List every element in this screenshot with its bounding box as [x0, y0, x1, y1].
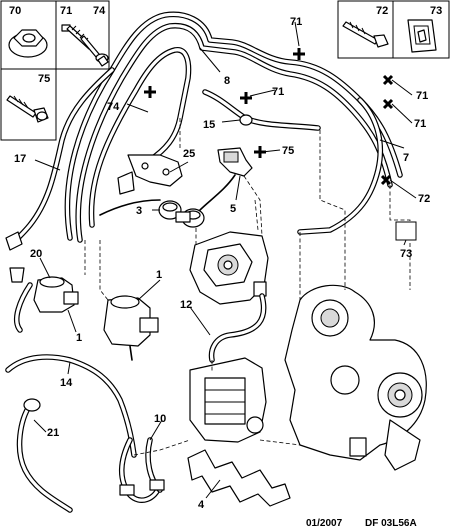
- label-4: 4: [198, 499, 205, 511]
- label-14: 14: [60, 377, 73, 389]
- bolt-icon-74: [80, 35, 109, 67]
- label-73-box: 73: [430, 5, 442, 17]
- bracket-25: [117, 154, 183, 195]
- label-12: 12: [180, 299, 192, 311]
- label-72-box: 72: [376, 5, 388, 17]
- fastener-cross-icon: [380, 174, 392, 186]
- fastener-legend-box-left: 70 71 74 75: [0, 0, 110, 141]
- label-71-box: 71: [60, 5, 72, 17]
- stud-bolt-icon-75: [6, 95, 49, 123]
- hose-bundle-8: [64, 11, 403, 243]
- label-75-box: 75: [38, 73, 50, 85]
- hose-21: [16, 398, 73, 513]
- clip-icon-73: [407, 19, 437, 53]
- diagram-footer: 01/2007 DF 03L56A: [306, 518, 417, 529]
- label-75: 75: [282, 145, 294, 157]
- turbocharger-assembly: [284, 284, 427, 471]
- label-71-right-a: 71: [416, 90, 428, 102]
- label-70: 70: [9, 5, 21, 17]
- pressure-sensor-5: [199, 147, 253, 211]
- label-8: 8: [224, 75, 230, 87]
- label-71-mid: 71: [272, 86, 284, 98]
- manifold-block: [189, 357, 267, 443]
- label-72: 72: [418, 193, 430, 205]
- hoses-10: [118, 437, 165, 503]
- callout-labels: 8 71 74 71 15 71 71 75 25 17 7 72 3 5 73…: [14, 16, 430, 511]
- label-5: 5: [230, 203, 236, 215]
- heat-shield-4: [187, 449, 291, 507]
- flange-nut-icon: [8, 29, 48, 58]
- assembly-dashed-lines: [84, 118, 411, 456]
- label-25: 25: [183, 148, 195, 160]
- fastener-cross-icon: [382, 74, 394, 86]
- solenoid-valve-20: [9, 267, 79, 333]
- label-74: 74: [107, 101, 120, 113]
- pipe-14: [5, 354, 137, 458]
- screw-icon-72: [342, 21, 389, 48]
- label-15: 15: [203, 119, 215, 131]
- label-1-center: 1: [156, 269, 162, 281]
- footer-reference: DF 03L56A: [365, 518, 417, 529]
- label-17: 17: [14, 153, 26, 165]
- label-1-left: 1: [76, 332, 82, 344]
- label-74-box: 74: [93, 5, 106, 17]
- label-3: 3: [136, 205, 142, 217]
- label-71-top: 71: [290, 16, 302, 28]
- label-21: 21: [47, 427, 59, 439]
- hose-15: [202, 89, 321, 131]
- label-10: 10: [154, 413, 166, 425]
- fastener-cross-icon: [382, 98, 394, 110]
- solenoid-valve-3: [99, 199, 205, 228]
- hose-17: [5, 67, 115, 251]
- fastener-cross-icon: [144, 86, 156, 98]
- label-20: 20: [30, 248, 42, 260]
- label-71-right-b: 71: [414, 118, 426, 130]
- label-7: 7: [403, 152, 409, 164]
- fastener-cross-icon: [293, 48, 305, 60]
- fastener-cross-icon: [395, 221, 417, 241]
- footer-date: 01/2007: [306, 518, 343, 529]
- vacuum-pump-module: [189, 231, 269, 363]
- fastener-cross-icon: [240, 92, 252, 104]
- callout-leaders: [33, 21, 417, 499]
- solenoid-valve-1: [103, 295, 159, 361]
- fastener-legend-box-right: 72 73: [337, 0, 450, 59]
- label-73: 73: [400, 248, 412, 260]
